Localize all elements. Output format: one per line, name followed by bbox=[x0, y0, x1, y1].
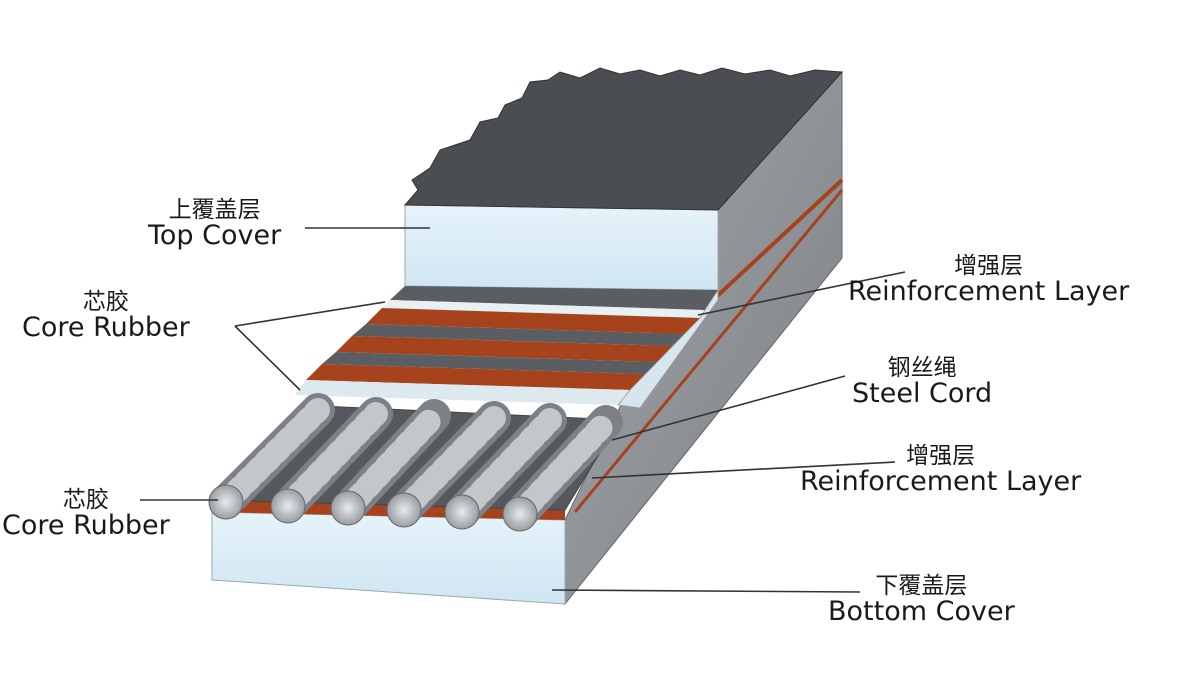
label-core-rubber-lower-en: Core Rubber bbox=[2, 510, 170, 542]
top-rubber-surface bbox=[403, 67, 844, 211]
leader-core-rubber-upper-b bbox=[234, 325, 301, 391]
label-reinforcement-lower-zh: 增强层 bbox=[906, 443, 976, 469]
label-core-rubber-upper-zh: 芯胶 bbox=[82, 289, 129, 315]
steel-cord bbox=[444, 403, 567, 530]
reinforcement-layer-5 bbox=[306, 364, 645, 390]
reinforcement-layer-1 bbox=[366, 308, 700, 334]
leader-core-rubber-upper-a bbox=[234, 301, 386, 327]
steel-cord bbox=[386, 401, 511, 528]
label-steel-cord: 钢丝绳 Steel Cord bbox=[852, 356, 992, 408]
label-steel-cord-en: Steel Cord bbox=[852, 378, 993, 410]
label-core-rubber-upper: 芯胶 Core Rubber bbox=[22, 290, 190, 342]
reinforcement-dark-band bbox=[390, 286, 718, 310]
label-reinforcement-upper-en: Reinforcement Layer bbox=[848, 276, 1130, 308]
leader-reinforcement-upper bbox=[697, 271, 906, 316]
label-reinforcement-lower-en: Reinforcement Layer bbox=[800, 466, 1082, 498]
steel-cord bbox=[270, 397, 393, 524]
reinforcement-layer-3 bbox=[336, 336, 672, 362]
label-core-rubber-lower: 芯胶 Core Rubber bbox=[2, 488, 170, 540]
steel-cord bbox=[208, 393, 335, 520]
side-reinforcement-line-lower bbox=[573, 189, 844, 513]
side-reinforcement-line bbox=[698, 178, 844, 314]
label-bottom-cover-zh: 下覆盖层 bbox=[875, 573, 968, 599]
steel-cords bbox=[208, 393, 623, 532]
leader-bottom-cover bbox=[551, 589, 861, 593]
reinforcement-light-band bbox=[382, 300, 705, 318]
reinforcement-layer-4 bbox=[322, 352, 658, 374]
reinforcement-layer-6 bbox=[295, 380, 630, 405]
steel-cord bbox=[502, 405, 623, 532]
label-steel-cord-zh: 钢丝绳 bbox=[887, 355, 957, 381]
reinforcement-layer-2 bbox=[352, 324, 685, 346]
label-reinforcement-upper-zh: 增强层 bbox=[954, 253, 1024, 279]
steel-cord bbox=[330, 399, 451, 526]
label-core-rubber-upper-en: Core Rubber bbox=[22, 312, 190, 344]
label-top-cover: 上覆盖层 Top Cover bbox=[148, 198, 281, 250]
leader-reinforcement-lower bbox=[591, 461, 896, 479]
label-top-cover-en: Top Cover bbox=[148, 220, 282, 252]
top-cover-face bbox=[404, 204, 719, 291]
reinforcement-front-edge bbox=[617, 288, 719, 409]
label-core-rubber-lower-zh: 芯胶 bbox=[62, 487, 109, 513]
label-top-cover-zh: 上覆盖层 bbox=[168, 197, 261, 223]
label-bottom-cover-en: Bottom Cover bbox=[828, 596, 1015, 628]
leader-steel-cord bbox=[611, 375, 846, 441]
label-bottom-cover: 下覆盖层 Bottom Cover bbox=[828, 574, 1015, 626]
label-reinforcement-lower: 增强层 Reinforcement Layer bbox=[800, 444, 1081, 496]
label-reinforcement-upper: 增强层 Reinforcement Layer bbox=[848, 254, 1129, 306]
